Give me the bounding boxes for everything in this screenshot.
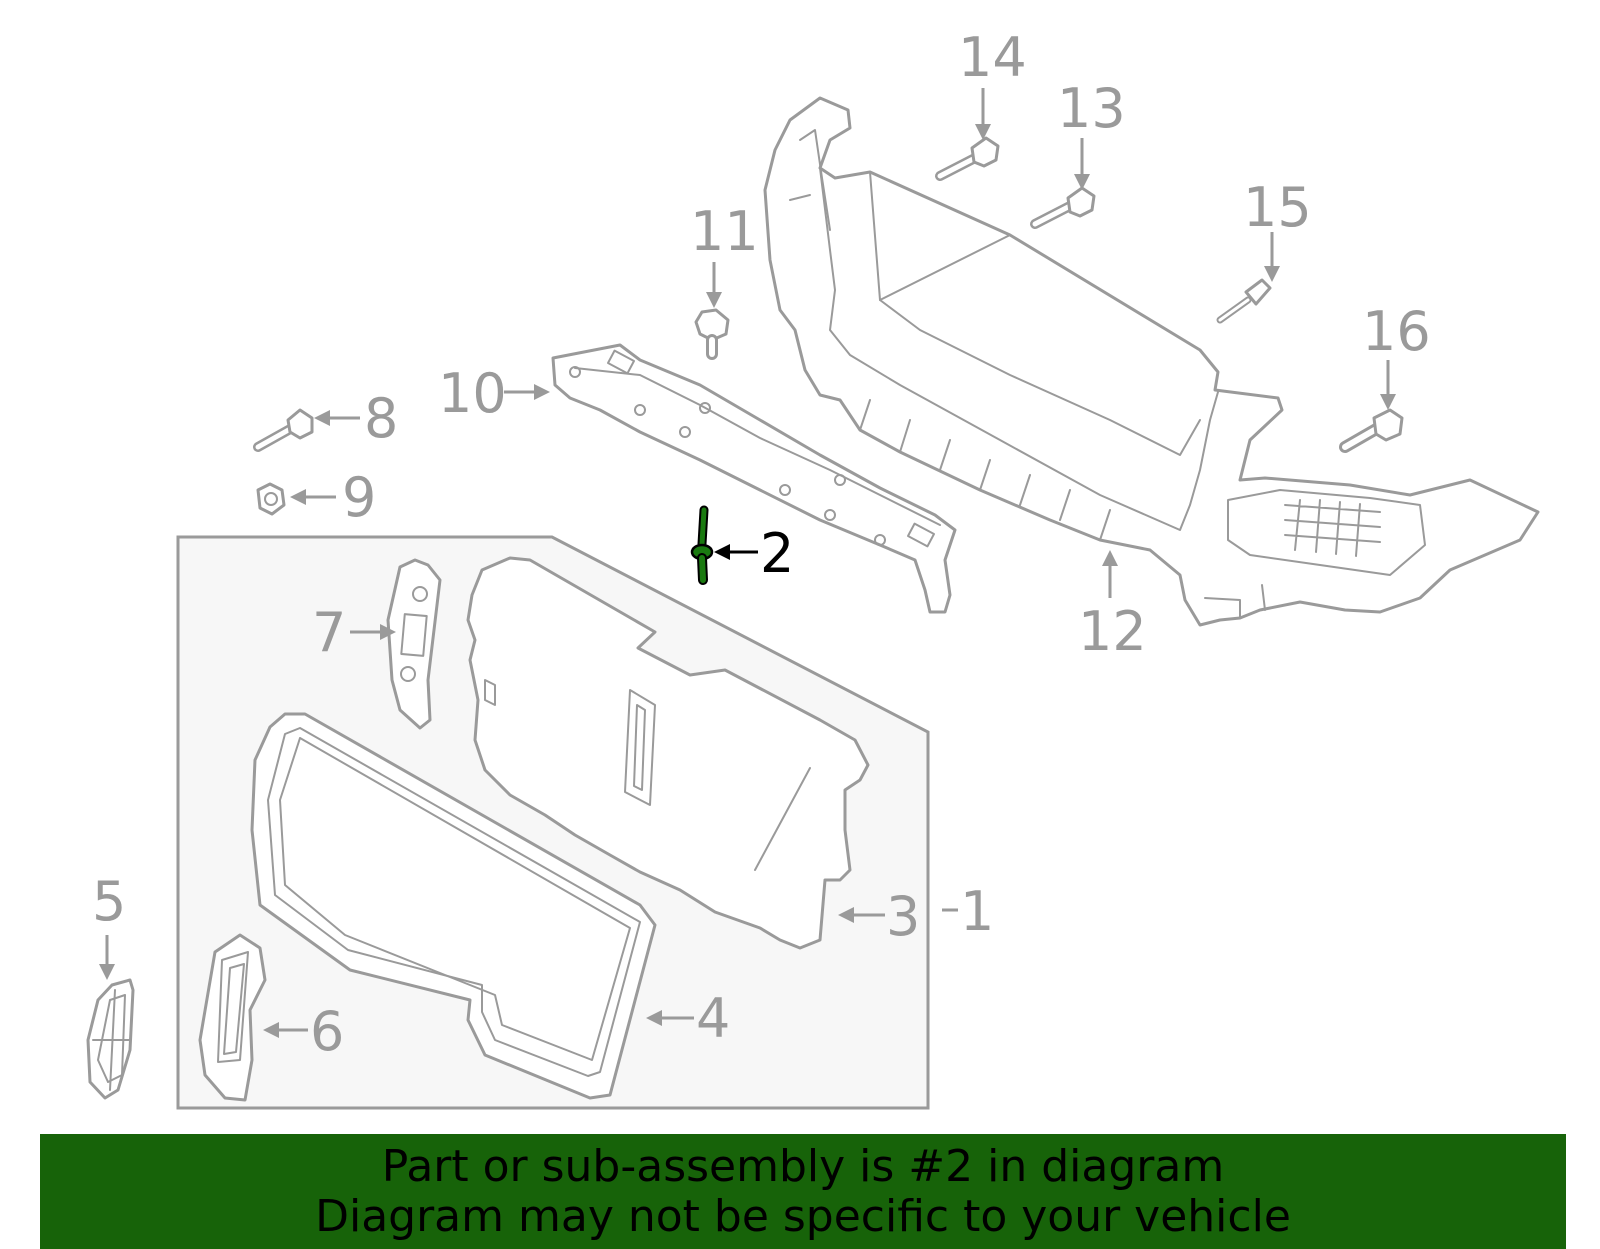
part-4-frame — [250, 712, 657, 1100]
info-banner: Part or sub-assembly is #2 in diagram Di… — [40, 1134, 1566, 1249]
callout-7[interactable]: 7 — [312, 601, 346, 664]
callout-15[interactable]: 15 — [1243, 176, 1312, 239]
callout-11[interactable]: 11 — [690, 200, 759, 263]
callout-3[interactable]: 3 — [886, 885, 920, 948]
callout-9[interactable]: 9 — [342, 466, 376, 529]
callout-4[interactable]: 4 — [696, 987, 730, 1050]
callout-12[interactable]: 12 — [1078, 600, 1147, 663]
callout-6[interactable]: 6 — [310, 1000, 344, 1063]
part-10-upper-bracket — [551, 343, 957, 614]
part-7-bracket — [386, 558, 442, 730]
callout-13[interactable]: 13 — [1057, 77, 1126, 140]
part-5-emblem — [86, 978, 135, 1100]
callout-1[interactable]: 1 — [960, 880, 994, 943]
part-12-grille-support — [763, 96, 1540, 627]
part-15-pin — [1216, 278, 1272, 324]
part-16-bolt — [1339, 408, 1404, 453]
callout-14[interactable]: 14 — [958, 26, 1027, 89]
part-2-pin — [690, 505, 714, 585]
callout-2[interactable]: 2 — [760, 522, 794, 585]
part-13-bolt — [1030, 186, 1096, 229]
part-14-bolt — [935, 136, 1000, 181]
callout-8[interactable]: 8 — [364, 387, 398, 450]
part-11-bolt — [694, 308, 730, 360]
banner-line-1: Part or sub-assembly is #2 in diagram — [381, 1140, 1225, 1192]
leader-lines — [99, 88, 1396, 1038]
banner-line-2: Diagram may not be specific to your vehi… — [315, 1190, 1291, 1242]
part-3-panel — [466, 556, 870, 950]
callout-16[interactable]: 16 — [1362, 300, 1431, 363]
callout-5[interactable]: 5 — [92, 870, 126, 933]
callout-labels: 14 13 15 16 11 10 8 9 12 7 3 1 4 6 5 2 — [92, 26, 1431, 1063]
part-9-nut — [256, 482, 286, 516]
part-6-insert — [198, 933, 267, 1102]
callout-10[interactable]: 10 — [438, 362, 507, 425]
part-8-bolt — [253, 408, 314, 452]
